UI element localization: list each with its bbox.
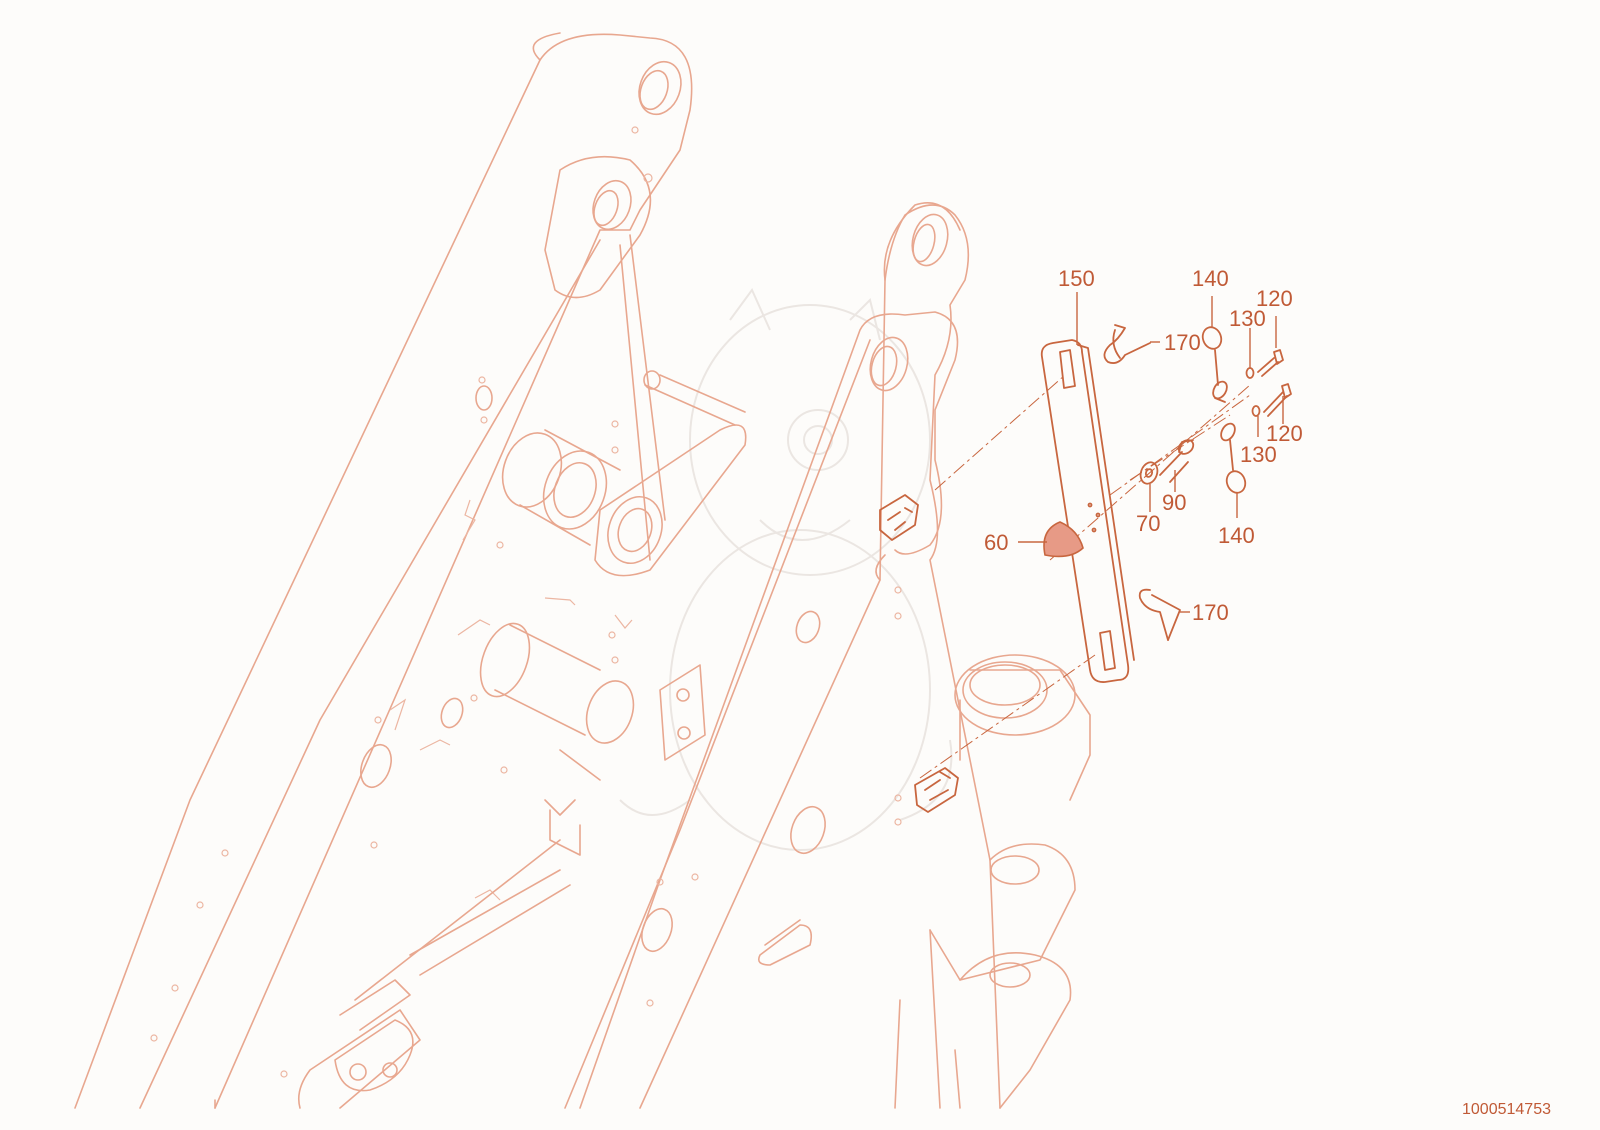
- loader-frame: [74, 32, 1091, 1109]
- part-60-cap: [1043, 521, 1084, 558]
- part-140-bottom-ring: [1220, 422, 1247, 494]
- part-120-bolts: [1257, 349, 1292, 417]
- document-number: 1000514753: [1462, 1101, 1551, 1118]
- assembly-lines: [919, 374, 1251, 779]
- callout-140-top: 140: [1192, 266, 1229, 291]
- part-130-washers: [1245, 367, 1261, 417]
- callout-130-top: 130: [1229, 306, 1266, 331]
- callout-150: 150: [1058, 266, 1095, 291]
- callout-120-top: 120: [1256, 286, 1293, 311]
- callout-70: 70: [1136, 511, 1160, 536]
- callout-90: 90: [1162, 490, 1186, 515]
- part-170-bottom-clip: [1138, 588, 1181, 641]
- callout-170-bottom: 170: [1192, 600, 1229, 625]
- callout-140-bottom: 140: [1218, 523, 1255, 548]
- part-90-pin: [1159, 439, 1195, 483]
- part-70-washer: [1139, 461, 1159, 485]
- callout-labels: 150 140 120 130 170 120 130 90 70 140 60…: [984, 266, 1303, 625]
- callout-170-top: 170: [1164, 330, 1201, 355]
- callout-120-bottom: 120: [1266, 421, 1303, 446]
- leader-lines: [1018, 292, 1284, 613]
- watermark-mascot: [619, 288, 953, 851]
- frame-sockets: [879, 494, 959, 813]
- part-140-top-ring: [1201, 326, 1228, 403]
- callout-60: 60: [984, 530, 1008, 555]
- part-170-top-clip: [1103, 324, 1151, 364]
- callout-130-bottom: 130: [1240, 442, 1277, 467]
- part-150-lock-bar: [1040, 339, 1135, 683]
